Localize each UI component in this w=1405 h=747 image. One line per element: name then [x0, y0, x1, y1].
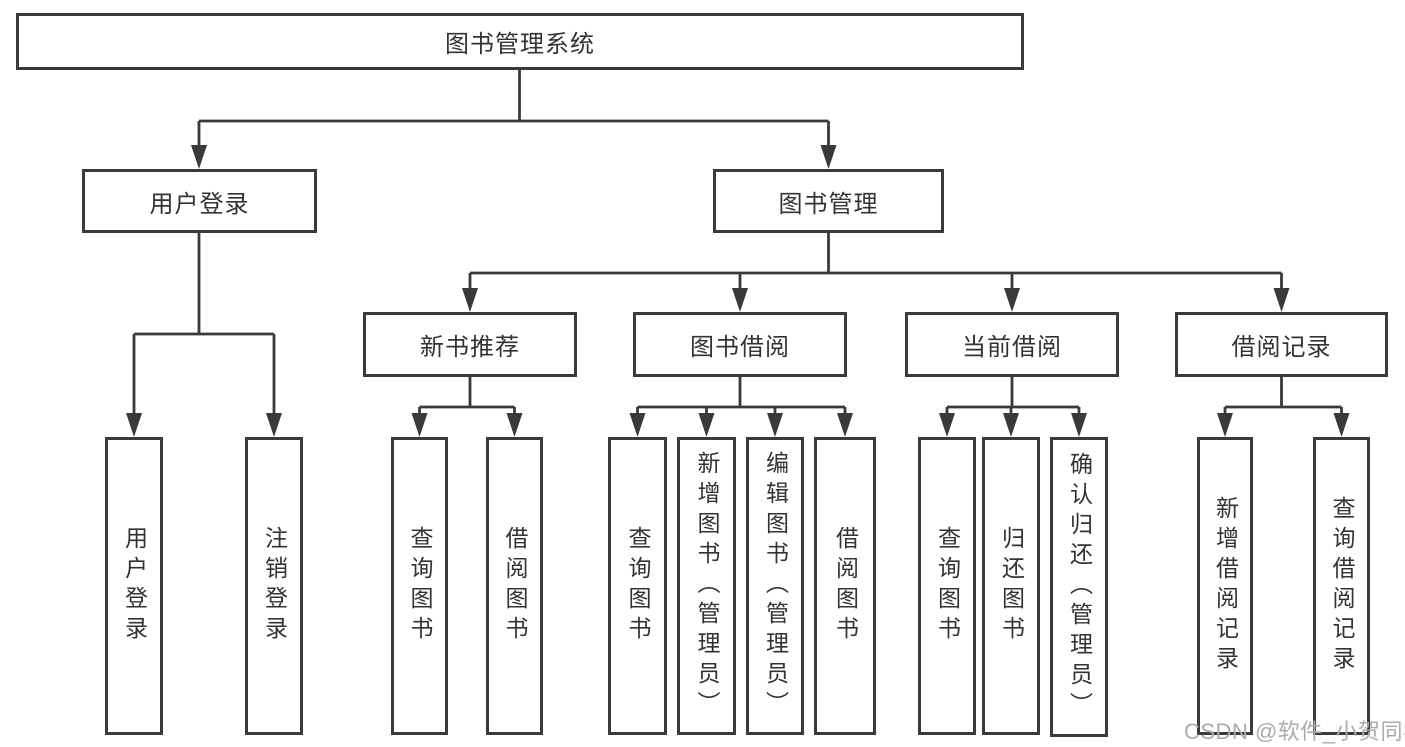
- node-leaf-edit-book-admin: 编辑图书（管理员）: [746, 437, 804, 735]
- node-current-borrow-label: 当前借阅: [962, 334, 1062, 361]
- node-leaf-edit-book-admin-label: 编辑图书（管理员）: [762, 451, 789, 721]
- node-borrow-records: 借阅记录: [1175, 312, 1388, 377]
- node-leaf-logout-label: 注销登录: [261, 526, 288, 646]
- node-leaf-query-books-current-label: 查询图书: [934, 526, 961, 646]
- watermark: CSDN @软件_小贺同学: [1184, 719, 1405, 744]
- node-book-borrow: 图书借阅: [633, 312, 847, 377]
- node-new-book-recommend-label: 新书推荐: [420, 334, 520, 361]
- node-leaf-add-book-admin-label: 新增图书（管理员）: [694, 451, 720, 721]
- node-leaf-user-login: 用户登录: [105, 437, 163, 735]
- node-leaf-borrow-books-recommend-label: 借阅图书: [502, 526, 528, 646]
- node-leaf-query-books-current: 查询图书: [918, 437, 976, 735]
- node-leaf-query-books-borrow: 查询图书: [608, 437, 667, 735]
- node-leaf-borrow-books-recommend: 借阅图书: [486, 437, 543, 735]
- node-user-login-label: 用户登录: [149, 190, 250, 218]
- node-leaf-add-book-admin: 新增图书（管理员）: [677, 437, 736, 735]
- node-leaf-return-book: 归还图书: [982, 437, 1040, 735]
- node-book-management: 图书管理: [713, 169, 944, 233]
- node-leaf-query-books-recommend-label: 查询图书: [407, 526, 433, 646]
- node-leaf-user-login-label: 用户登录: [121, 526, 148, 646]
- node-leaf-confirm-return-admin: 确认归还（管理员）: [1050, 437, 1108, 737]
- node-current-borrow: 当前借阅: [905, 312, 1119, 377]
- node-leaf-query-borrow-record-label: 查询借阅记录: [1329, 496, 1355, 676]
- node-book-management-label: 图书管理: [778, 190, 879, 218]
- node-leaf-query-borrow-record: 查询借阅记录: [1313, 437, 1370, 735]
- node-borrow-records-label: 借阅记录: [1231, 334, 1332, 361]
- node-root-label: 图书管理系统: [445, 31, 595, 58]
- node-new-book-recommend: 新书推荐: [363, 312, 577, 377]
- node-leaf-query-books-borrow-label: 查询图书: [625, 526, 651, 646]
- node-leaf-add-borrow-record: 新增借阅记录: [1197, 437, 1253, 735]
- node-user-login: 用户登录: [82, 169, 317, 233]
- node-leaf-logout: 注销登录: [245, 437, 303, 735]
- node-leaf-return-book-label: 归还图书: [998, 526, 1025, 646]
- node-leaf-add-borrow-record-label: 新增借阅记录: [1212, 496, 1239, 676]
- node-leaf-query-books-recommend: 查询图书: [391, 437, 448, 735]
- node-leaf-confirm-return-admin-label: 确认归还（管理员）: [1066, 452, 1093, 722]
- node-leaf-borrow-books: 借阅图书: [814, 437, 876, 735]
- node-root: 图书管理系统: [16, 13, 1024, 70]
- node-book-borrow-label: 图书借阅: [690, 334, 790, 361]
- node-leaf-borrow-books-label: 借阅图书: [832, 526, 859, 646]
